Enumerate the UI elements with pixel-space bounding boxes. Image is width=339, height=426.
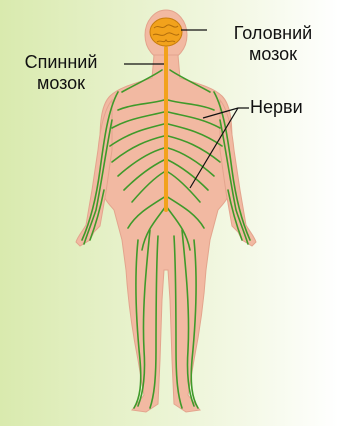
brain-label-line-1: Головний: [208, 23, 338, 44]
brain-label: Головний мозок: [208, 23, 338, 65]
spinal-cord-label: Спинний мозок: [2, 52, 120, 94]
spinal-cord-label-line-1: Спинний: [2, 52, 120, 73]
brain: [150, 18, 182, 46]
spinal-cord-label-line-2: мозок: [2, 73, 120, 94]
brain-label-line-2: мозок: [208, 44, 338, 65]
nerves-label: Нерви: [250, 97, 303, 118]
